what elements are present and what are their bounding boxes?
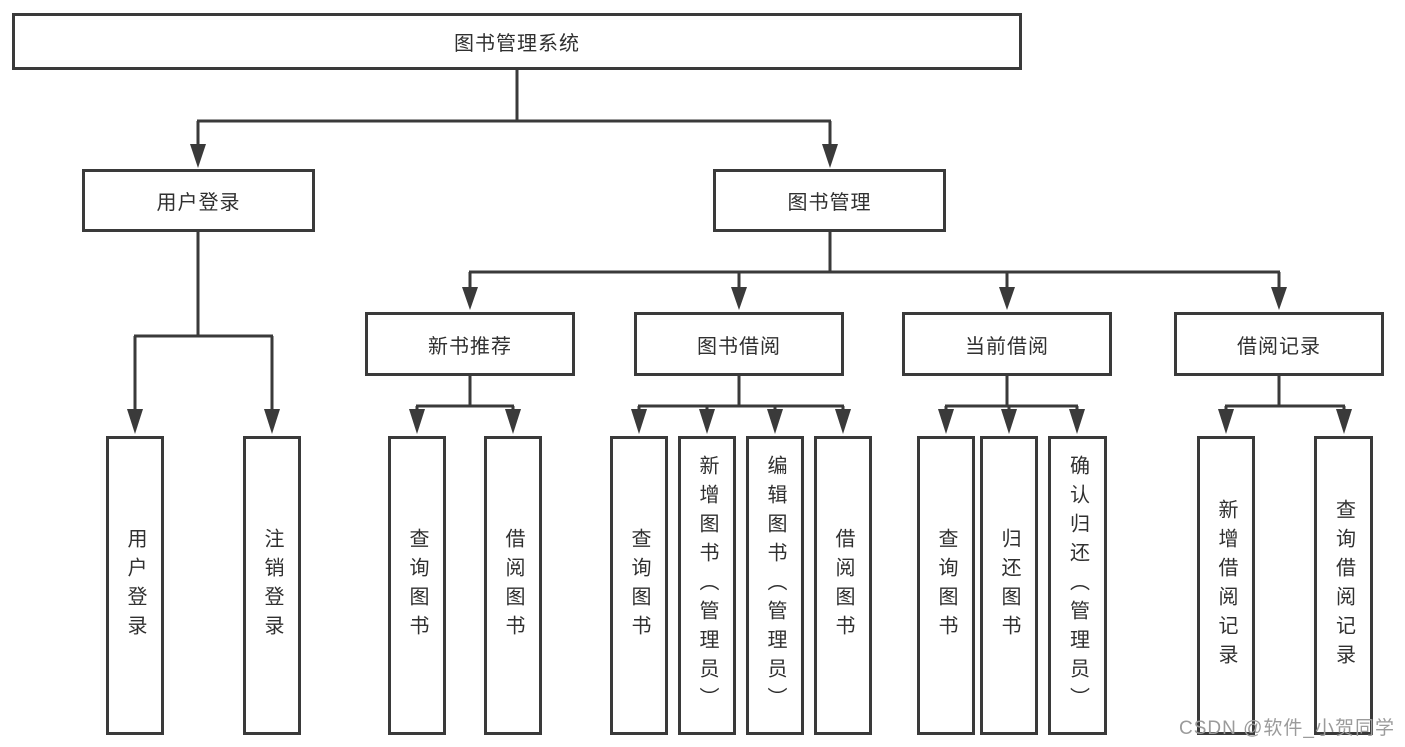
- node-label: 图书借阅: [697, 335, 781, 358]
- leaf-borrow-books-2: 借阅图书: [814, 436, 872, 735]
- leaf-user-login: 用户登录: [106, 436, 164, 735]
- node-label: 借阅记录: [1237, 335, 1321, 358]
- node-label: 确认归还（管理员）: [1066, 455, 1089, 716]
- node-library-management-system: 图书管理系统: [12, 13, 1022, 70]
- node-label: 用户登录: [124, 527, 146, 644]
- node-label: 查询借阅记录: [1332, 498, 1355, 673]
- node-label: 图书管理: [787, 192, 872, 214]
- leaf-confirm-return-admin: 确认归还（管理员）: [1048, 436, 1107, 735]
- node-current-borrowing: 当前借阅: [902, 312, 1112, 376]
- leaf-add-borrow-record: 新增借阅记录: [1197, 436, 1255, 735]
- leaf-query-books-3: 查询图书: [917, 436, 975, 735]
- leaf-query-borrow-record: 查询借阅记录: [1314, 436, 1373, 735]
- node-book-management: 图书管理: [713, 169, 946, 232]
- node-label: 查询图书: [935, 527, 957, 644]
- leaf-add-books-admin: 新增图书（管理员）: [678, 436, 736, 735]
- node-user-login: 用户登录: [82, 169, 315, 232]
- node-label: 用户登录: [156, 192, 241, 214]
- node-label: 归还图书: [998, 527, 1020, 644]
- node-label: 新书推荐: [428, 335, 512, 358]
- node-borrow-records: 借阅记录: [1174, 312, 1384, 376]
- leaf-query-books: 查询图书: [388, 436, 446, 735]
- node-label: 图书管理系统: [454, 33, 580, 55]
- node-label: 查询图书: [406, 527, 428, 644]
- leaf-query-books-2: 查询图书: [610, 436, 668, 735]
- csdn-watermark: CSDN @软件_小贺同学: [1179, 718, 1395, 739]
- node-label: 查询图书: [628, 527, 650, 644]
- node-label: 编辑图书（管理员）: [764, 455, 786, 716]
- node-new-book-recommend: 新书推荐: [365, 312, 575, 376]
- node-label: 注销登录: [261, 527, 283, 644]
- leaf-logout: 注销登录: [243, 436, 301, 735]
- node-label: 新增图书（管理员）: [696, 455, 718, 716]
- node-book-borrowing: 图书借阅: [634, 312, 844, 376]
- leaf-edit-books-admin: 编辑图书（管理员）: [746, 436, 804, 735]
- arrowheads: [127, 144, 1352, 434]
- leaf-borrow-books: 借阅图书: [484, 436, 542, 735]
- leaf-return-books: 归还图书: [980, 436, 1038, 735]
- node-label: 借阅图书: [832, 527, 854, 644]
- node-label: 借阅图书: [502, 527, 524, 644]
- node-label: 当前借阅: [965, 335, 1049, 358]
- node-label: 新增借阅记录: [1215, 498, 1237, 673]
